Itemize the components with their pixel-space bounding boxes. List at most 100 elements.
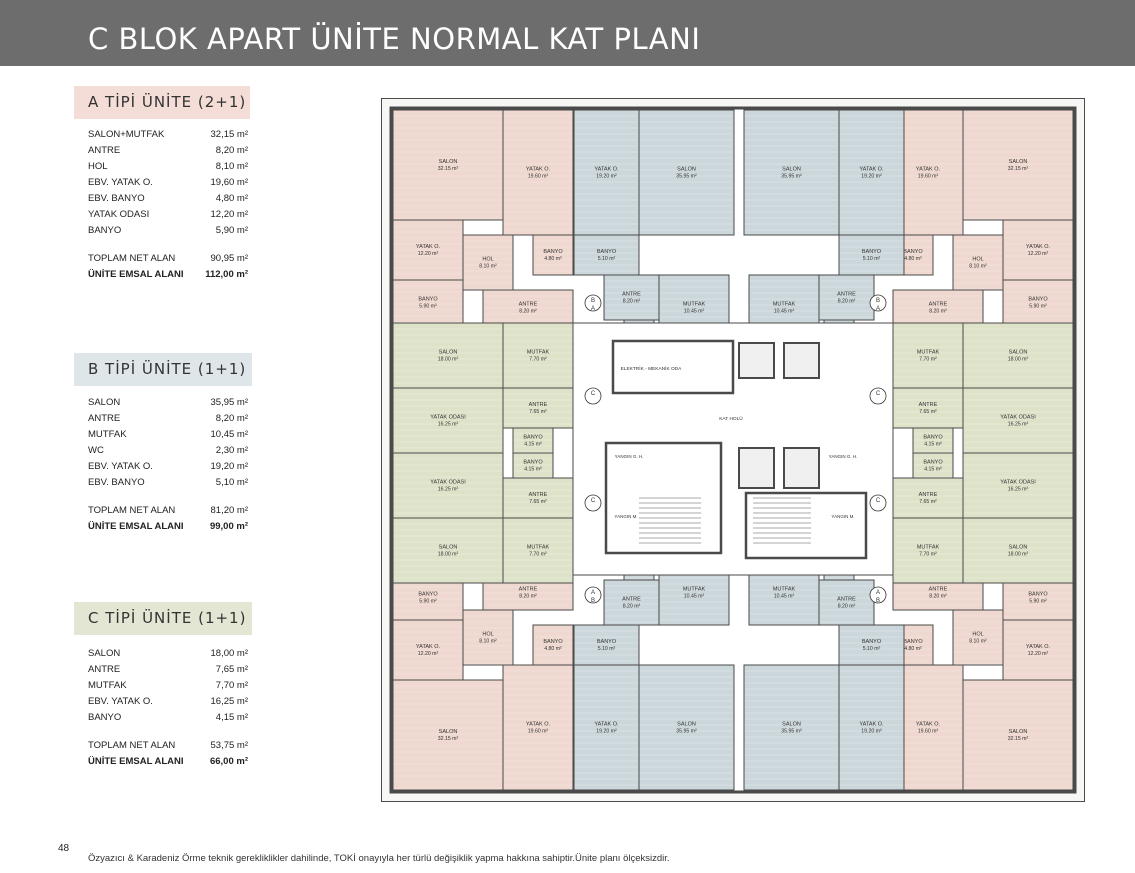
spec-label: YATAK ODASI <box>88 208 150 220</box>
room-label: HOL <box>972 257 983 263</box>
room-area: 7.70 m² <box>919 552 937 558</box>
spec-label: EBV. BANYO <box>88 476 145 488</box>
room-area: 8.20 m² <box>519 309 537 315</box>
section-mark: B <box>876 298 880 304</box>
room-label: MUTFAK <box>527 545 550 551</box>
room-area: 5.10 m² <box>863 646 881 652</box>
room-label: YATAK O. <box>594 167 619 173</box>
section-mark: B <box>591 298 595 304</box>
room-area: 7.65 m² <box>529 499 547 505</box>
spec-row: EBV. YATAK O.16,25 m² <box>88 693 248 709</box>
room-label: MUTFAK <box>917 545 940 551</box>
room-label: BANYO <box>903 639 923 645</box>
a-hol <box>462 609 514 666</box>
yangin-m-left: YANGIN M. <box>614 514 637 519</box>
room-label: MUTFAK <box>773 302 796 308</box>
room-area: 10.45 m² <box>774 594 795 600</box>
room-label: YATAK O. <box>1026 244 1051 250</box>
room-label: HOL <box>482 257 493 263</box>
section-mark: C <box>876 498 881 504</box>
room-label: YATAK ODASI <box>430 415 466 421</box>
room-label: SALON <box>1009 545 1028 551</box>
room-area: 19.60 m² <box>528 174 549 180</box>
a-hol <box>952 234 1004 291</box>
c-antre <box>502 477 574 519</box>
room-area: 32.15 m² <box>438 736 459 742</box>
room-label: YATAK O. <box>916 167 941 173</box>
room-label: SALON <box>677 167 696 173</box>
room-area: 4.80 m² <box>544 256 562 262</box>
spec-label: TOPLAM NET ALAN <box>88 252 176 264</box>
spec-value: 8,20 m² <box>215 412 248 424</box>
spec-value: 7,65 m² <box>215 663 248 675</box>
room-area: 7.65 m² <box>529 409 547 415</box>
b-yatak <box>573 664 640 791</box>
room-area: 5.90 m² <box>1029 599 1047 605</box>
room-label: YATAK O. <box>859 167 884 173</box>
kat-holu-label: KAT HOLÜ <box>719 415 743 422</box>
elektrik-label: ELEKTRİK - MEKANİK ODA <box>621 365 683 372</box>
room-area: 12.20 m² <box>1028 651 1049 657</box>
c-mutfak <box>502 517 574 584</box>
spec-label: ÜNİTE EMSAL ALANI <box>88 755 184 767</box>
c-banyo <box>912 452 954 479</box>
spec-value: 12,20 m² <box>210 208 249 220</box>
section-marker <box>869 387 887 405</box>
room-label: MUTFAK <box>773 587 796 593</box>
room-area: 32.15 m² <box>438 166 459 172</box>
room-area: 19.60 m² <box>918 174 939 180</box>
room-label: BANYO <box>523 435 543 441</box>
room-area: 4.80 m² <box>904 256 922 262</box>
section-marker <box>584 586 602 604</box>
room-label: HOL <box>482 632 493 638</box>
room-area: 8.20 m² <box>929 309 947 315</box>
section-mark: B <box>876 598 880 604</box>
room-label: ANTRE <box>919 492 938 498</box>
c-banyo <box>512 427 554 454</box>
room-area: 32.15 m² <box>1008 166 1029 172</box>
room-area: 4.15 m² <box>924 467 942 473</box>
room-area: 10.45 m² <box>684 594 705 600</box>
room-label: BANYO <box>543 639 563 645</box>
room-label: ANTRE <box>837 292 856 298</box>
room-area: 8.20 m² <box>838 604 856 610</box>
c-antre <box>892 477 964 519</box>
spec-label: BANYO <box>88 224 122 236</box>
a-yatak-1 <box>892 664 964 791</box>
c-salon <box>962 322 1074 389</box>
spec-label: WC <box>88 444 104 456</box>
room-area: 12.20 m² <box>418 651 439 657</box>
room-area: 12.20 m² <box>1028 251 1049 257</box>
c-salon <box>962 517 1074 584</box>
spec-row: EBV. YATAK O.19,20 m² <box>88 458 248 474</box>
room-label: ANTRE <box>919 402 938 408</box>
room-area: 35.95 m² <box>781 174 802 180</box>
b-banyo <box>838 234 905 276</box>
spec-value: 8,10 m² <box>215 160 248 172</box>
room-label: ANTRE <box>622 597 641 603</box>
room-area: 7.65 m² <box>919 409 937 415</box>
c-salon <box>392 517 504 584</box>
c-yatak <box>392 452 504 519</box>
room-area: 8.10 m² <box>969 639 987 645</box>
room-label: YATAK O. <box>526 722 551 728</box>
room-label: SALON <box>439 350 458 356</box>
a-salon <box>392 109 504 221</box>
a-banyo-2 <box>392 279 464 326</box>
a-hol <box>462 234 514 291</box>
spec-label: EBV. YATAK O. <box>88 695 153 707</box>
a-antre <box>892 289 984 326</box>
a-yatak-1 <box>892 109 964 236</box>
room-label: SALON <box>439 159 458 165</box>
room-label: ANTRE <box>519 302 538 308</box>
room-area: 10.45 m² <box>774 309 795 315</box>
spec-label: EBV. BANYO <box>88 192 145 204</box>
room-label: YATAK ODASI <box>1000 480 1036 486</box>
